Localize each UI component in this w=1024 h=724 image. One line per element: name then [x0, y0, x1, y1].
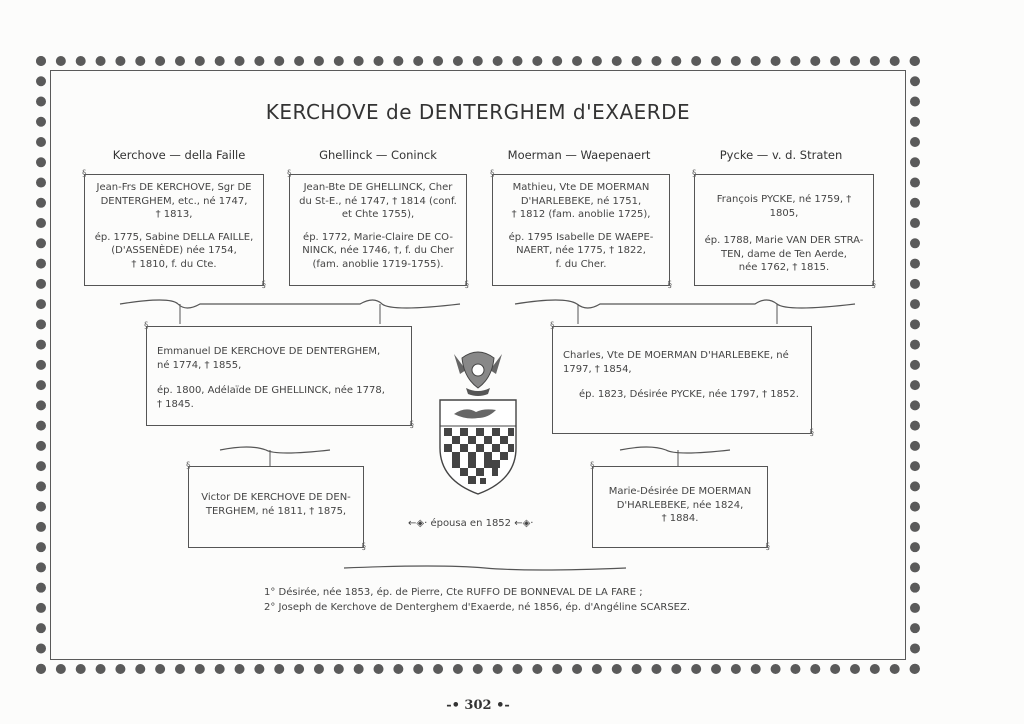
person-box-moerman: Mathieu, Vte DE MOERMAN D'HARLEBEKE, né … [490, 170, 672, 290]
person-line: 1797, † 1854, [563, 363, 632, 375]
connector-gen2-right [619, 446, 731, 466]
person-line: Charles, Vte DE MOERMAN D'HARLEBEKE, né [563, 350, 789, 361]
children-list: 1° Désirée, née 1853, ép. de Pierre, Cte… [264, 586, 690, 615]
person-line: Victor DE KERCHOVE DE DEN- [201, 492, 351, 503]
inner-frame [50, 70, 906, 660]
person-line: Jean-Frs DE KERCHOVE, Sgr DE [96, 182, 252, 193]
ornament-left-icon: ←◈· [408, 518, 428, 529]
person-box-victor: Victor DE KERCHOVE DE DEN- TERGHEM, né 1… [186, 462, 366, 552]
spouse-line: f. du Cher. [555, 258, 607, 270]
children-divider [343, 565, 627, 571]
spouse-line: † 1845. [157, 398, 194, 410]
connector-gen1-right [514, 299, 856, 324]
spouse-line: NAERT, née 1775, † 1822, [516, 245, 646, 256]
ornament-icon: •- [491, 698, 510, 713]
spouse-line: ép. 1823, Désirée PYCKE, née 1797, † 185… [579, 389, 799, 400]
person-line: TERGHEM, né 1811, † 1875, [205, 505, 347, 517]
child-2: 2° Joseph de Kerchove de Denterghem d'Ex… [264, 601, 691, 613]
spouse-line: ép. 1795 Isabelle DE WAEPE- [508, 231, 654, 243]
marriage-text: épousa en 1852 [430, 518, 512, 529]
person-box-marie-desiree: Marie-Désirée DE MOERMAN D'HARLEBEKE, né… [590, 462, 770, 552]
person-line: D'HARLEBEKE, né 1751, [520, 195, 642, 207]
ornamental-border [36, 56, 920, 674]
spouse-line: (fam. anoblie 1719-1755). [312, 258, 444, 270]
spouse-line: ép. 1772, Marie-Claire DE CO- [303, 231, 453, 243]
person-line: Emmanuel DE KERCHOVE DE DENTERGHEM, [157, 346, 381, 357]
coat-of-arms-icon [439, 351, 517, 495]
child-1: 1° Désirée, née 1853, ép. de Pierre, Cte… [264, 587, 643, 598]
person-line: François PYCKE, né 1759, † 1805, [716, 194, 852, 219]
spouse-line: (D'ASSENÈDE) née 1754, [111, 245, 237, 256]
gen1-label-pycke: Pycke — v. d. Straten [719, 148, 843, 162]
person-box-ghellinck: Jean-Bte DE GHELLINCK, Cher du St-E., né… [287, 170, 469, 290]
person-box-emmanuel: Emmanuel DE KERCHOVE DE DENTERGHEM, né 1… [144, 322, 414, 430]
ornament-right-icon: ←◈· [514, 518, 534, 529]
person-line: † 1812 (fam. anoblie 1725), [511, 209, 651, 220]
spouse-line: TEN, dame de Ten Aerde, [720, 248, 847, 260]
person-line: † 1813, [155, 209, 193, 220]
person-line: D'HARLEBEKE, née 1824, [616, 499, 744, 511]
spouse-line: ép. 1800, Adélaïde DE GHELLINCK, née 177… [157, 385, 385, 396]
page-title: KERCHOVE de DENTERGHEM d'EXAERDE [265, 100, 691, 124]
spouse-line: † 1810, f. du Cte. [131, 258, 217, 270]
gen1-label-moerman: Moerman — Waepenaert [507, 148, 651, 162]
spouse-line: NINCK, née 1746, †, f. du Cher [302, 245, 454, 256]
ornament-icon: -• [446, 698, 465, 713]
person-line: né 1774, † 1855, [157, 359, 242, 371]
connector-gen1-left [119, 299, 461, 324]
spouse-line: née 1762, † 1815. [738, 262, 830, 273]
spouse-line: ép. 1788, Marie VAN DER STRA- [704, 235, 864, 246]
person-line: du St-E., né 1747, † 1814 (conf. [299, 195, 457, 207]
person-line: Marie-Désirée DE MOERMAN [608, 486, 752, 497]
person-line: et Chte 1755), [341, 209, 415, 220]
person-line: Jean-Bte DE GHELLINCK, Cher [303, 182, 453, 193]
person-line: DENTERGHEM, etc., né 1747, [100, 195, 248, 207]
person-line: † 1884. [661, 513, 699, 524]
marriage-note: ←◈· épousa en 1852 ←◈· [408, 518, 533, 529]
person-box-pycke: François PYCKE, né 1759, † 1805, ép. 178… [692, 170, 876, 290]
person-line: Mathieu, Vte DE MOERMAN [512, 182, 650, 193]
spouse-line: ép. 1775, Sabine DELLA FAILLE, [94, 231, 254, 243]
connector-gen2-left [219, 446, 331, 466]
gen1-label-ghellinck: Ghellinck — Coninck [319, 148, 437, 162]
person-box-kerchove: Jean-Frs DE KERCHOVE, Sgr DE DENTERGHEM,… [82, 170, 266, 290]
gen1-label-kerchove: Kerchove — della Faille [112, 148, 246, 162]
person-box-charles: Charles, Vte DE MOERMAN D'HARLEBEKE, né … [550, 322, 814, 438]
page-number: -• 302 •- [446, 698, 510, 713]
